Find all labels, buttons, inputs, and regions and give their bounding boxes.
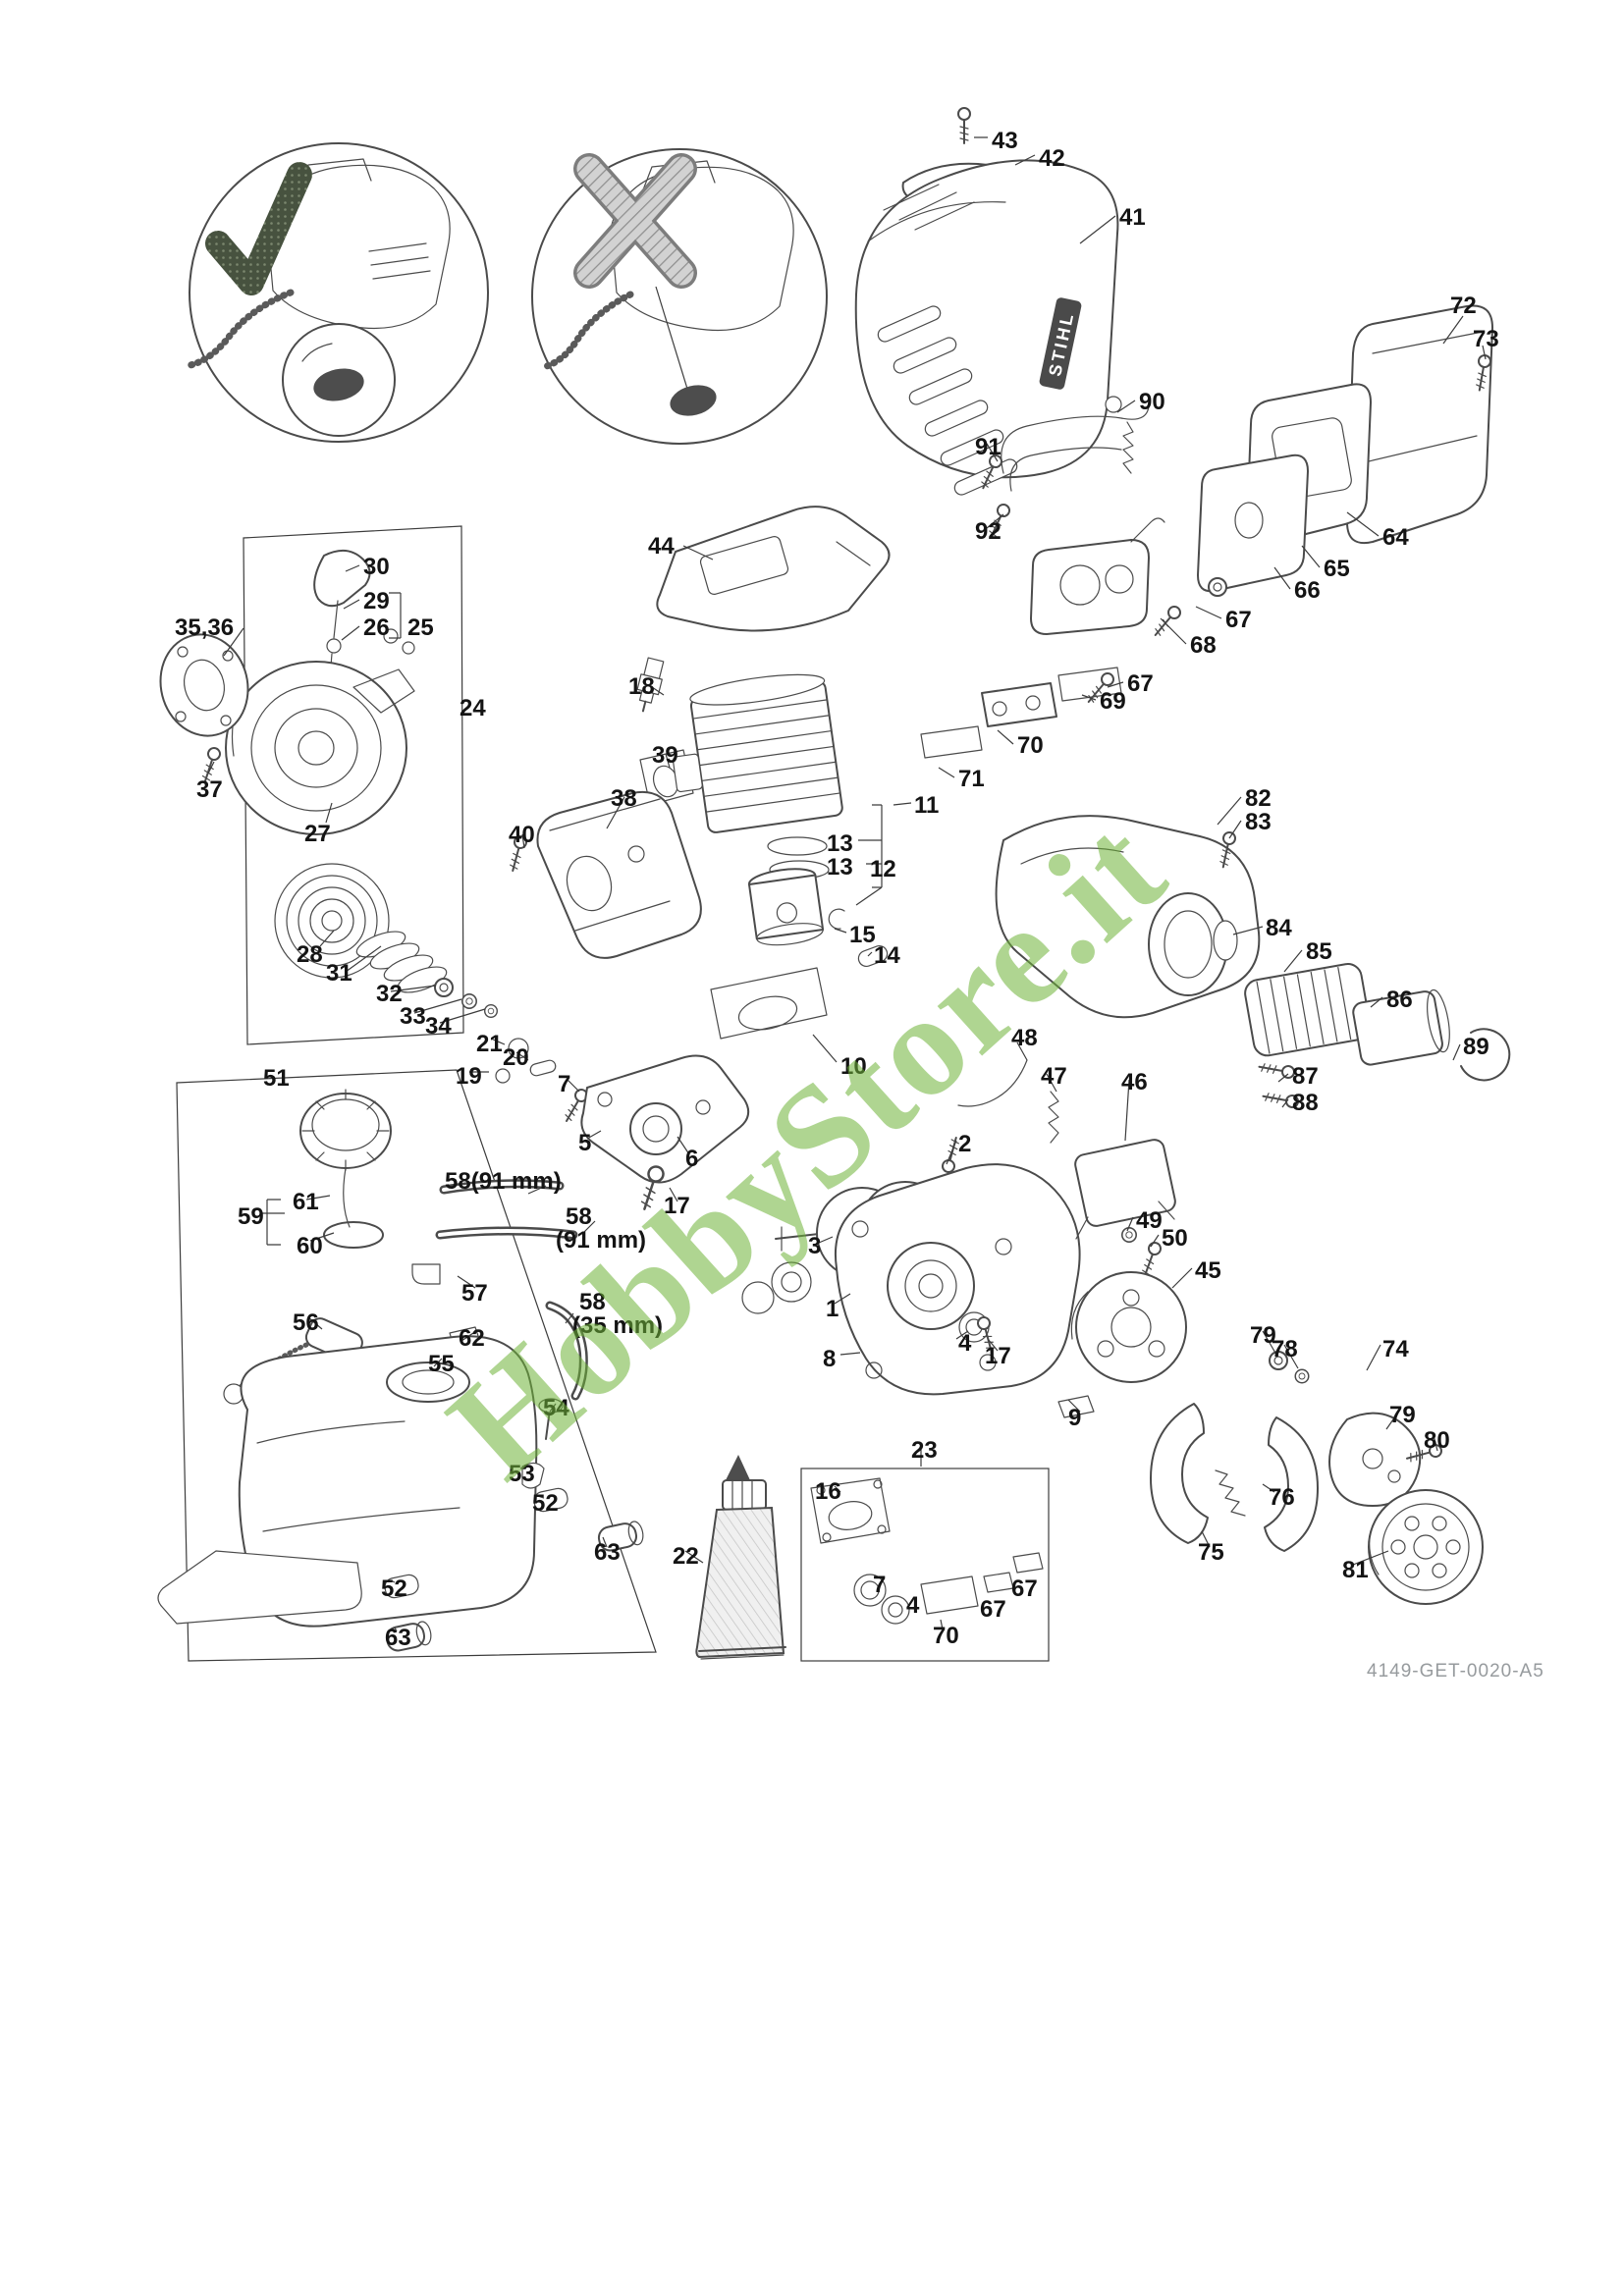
cylinder-piston-group (636, 657, 889, 1040)
clutch-assembly (1150, 1351, 1484, 1605)
drive-tube-housing (995, 815, 1511, 1109)
throttle-cable-harness (976, 396, 1150, 541)
cross-icon (573, 153, 697, 289)
starter-mount-plate (159, 633, 249, 785)
sealant-tube (695, 1455, 786, 1660)
crankcase (741, 1135, 1095, 1418)
gasket-set-box (800, 1468, 1050, 1662)
correct-usage-circle (187, 142, 489, 443)
cylinder (672, 673, 843, 833)
crankcase-cover-group (495, 1038, 750, 1213)
shroud-base (656, 506, 891, 632)
muffler-assembly (506, 749, 702, 959)
carrier-plate (975, 1271, 1187, 1383)
fuel-tank-assembly (157, 1069, 657, 1662)
starter-assembly (225, 525, 498, 1045)
check-icon (205, 162, 312, 295)
carburetor-assembly (920, 517, 1184, 759)
engine-cover-assembly: STIHL (854, 107, 1119, 496)
incorrect-usage-circle (531, 148, 828, 445)
leader-lines (207, 136, 1487, 1632)
piston (747, 868, 825, 946)
document-code: 4149-GET-0020-A5 (1367, 1661, 1544, 1682)
air-filter-assembly (1197, 304, 1493, 597)
